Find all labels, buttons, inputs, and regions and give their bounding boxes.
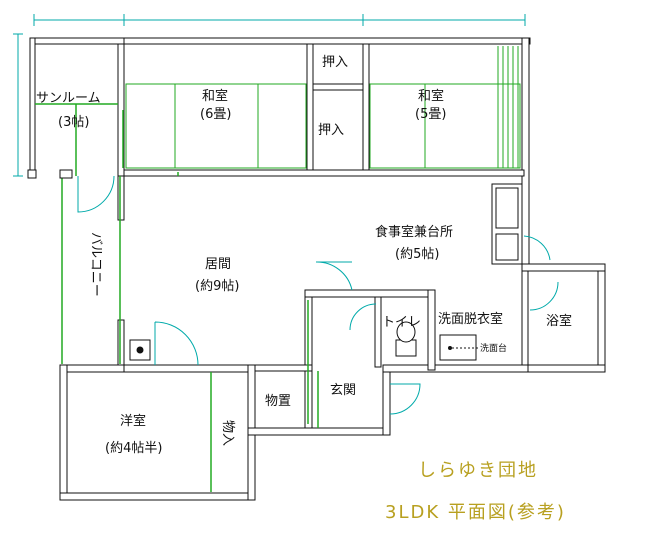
label-sunroom-size: (3帖) (58, 115, 89, 130)
sliding-doors (35, 103, 319, 492)
interior-walls (123, 43, 529, 429)
room-labels: サンルーム (3帖) 和室 (6畳) 押入 押入 和室 (5畳) 食事室兼台所 … (36, 55, 572, 456)
label-washitsu6-size: (6畳) (200, 107, 231, 122)
label-sunroom: サンルーム (36, 91, 101, 106)
exterior-walls (29, 37, 606, 501)
dimension-lines (13, 14, 526, 177)
label-washitsu5-size: (5畳) (415, 107, 446, 122)
label-living-size: (約9帖) (195, 279, 239, 294)
tatami-rooms (125, 46, 521, 169)
tatami-stripes (497, 46, 519, 168)
label-washitsu6: 和室 (202, 88, 228, 104)
label-entrance: 玄関 (330, 383, 356, 398)
label-living: 居間 (205, 257, 231, 272)
title-line1: しらゆき団地 (418, 460, 538, 481)
washbasin (439, 334, 478, 361)
toilet-fixture (395, 321, 417, 357)
label-toilet: トイレ (382, 315, 421, 330)
label-washbasin: 洗面台 (480, 342, 507, 354)
utility-box (129, 339, 151, 361)
label-washitsu5: 和室 (418, 88, 444, 104)
kitchen-counter (491, 183, 523, 265)
label-dining-size: (約5帖) (395, 247, 439, 262)
title-line2: 3LDK 平面図(参考) (385, 502, 566, 523)
label-bath: 浴室 (546, 313, 572, 329)
corner-markers (27, 169, 73, 179)
label-dining: 食事室兼台所 (375, 224, 453, 240)
label-washroom: 洗面脱衣室 (438, 311, 503, 327)
door-swings (77, 175, 559, 415)
label-closet: 物入 (220, 420, 235, 446)
label-youshitsu: 洋室 (120, 413, 146, 429)
label-oshiire1: 押入 (322, 55, 348, 70)
label-youshitsu-size: (約4帖半) (105, 441, 162, 456)
plan-title: しらゆき団地 3LDK 平面図(参考) (385, 460, 566, 523)
label-oshiire2: 押入 (318, 123, 344, 138)
label-storage: 物置 (265, 394, 291, 409)
label-balcony: バルコニー (88, 232, 103, 297)
